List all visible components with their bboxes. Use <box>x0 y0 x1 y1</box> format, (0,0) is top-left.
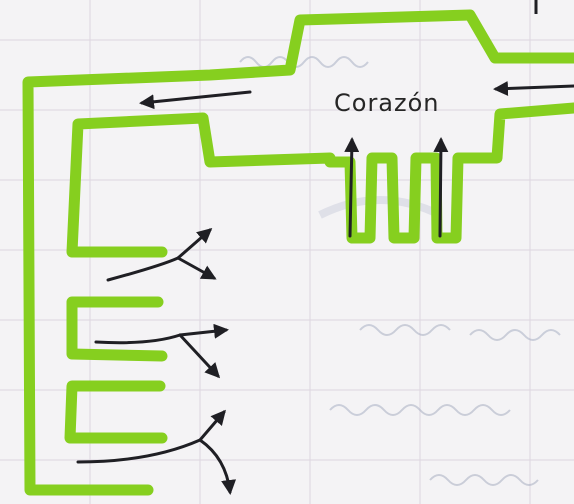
arrow-tissue-mid-b <box>178 333 221 379</box>
arrow-out-of-heart <box>139 90 252 110</box>
flow-arrows <box>76 81 574 495</box>
arrow-up-chamber-right <box>433 137 449 238</box>
bleed-through-shape <box>318 196 442 219</box>
arrow-tissue-low-b <box>198 438 237 495</box>
capillary-bed-lower <box>64 380 168 444</box>
bleed-through-scribbles <box>239 56 561 486</box>
arrow-tissue-top-b <box>176 256 217 280</box>
arrow-into-heart <box>493 81 574 97</box>
heart-label: Corazón <box>334 89 440 117</box>
heart-lower-wall <box>66 102 574 258</box>
arrow-tissue-mid-a <box>94 323 229 345</box>
capillary-bed-middle <box>66 296 168 362</box>
arrow-up-chamber-left <box>344 137 360 238</box>
circulation-loop <box>22 9 574 496</box>
arrow-tissue-low-a <box>76 409 226 464</box>
